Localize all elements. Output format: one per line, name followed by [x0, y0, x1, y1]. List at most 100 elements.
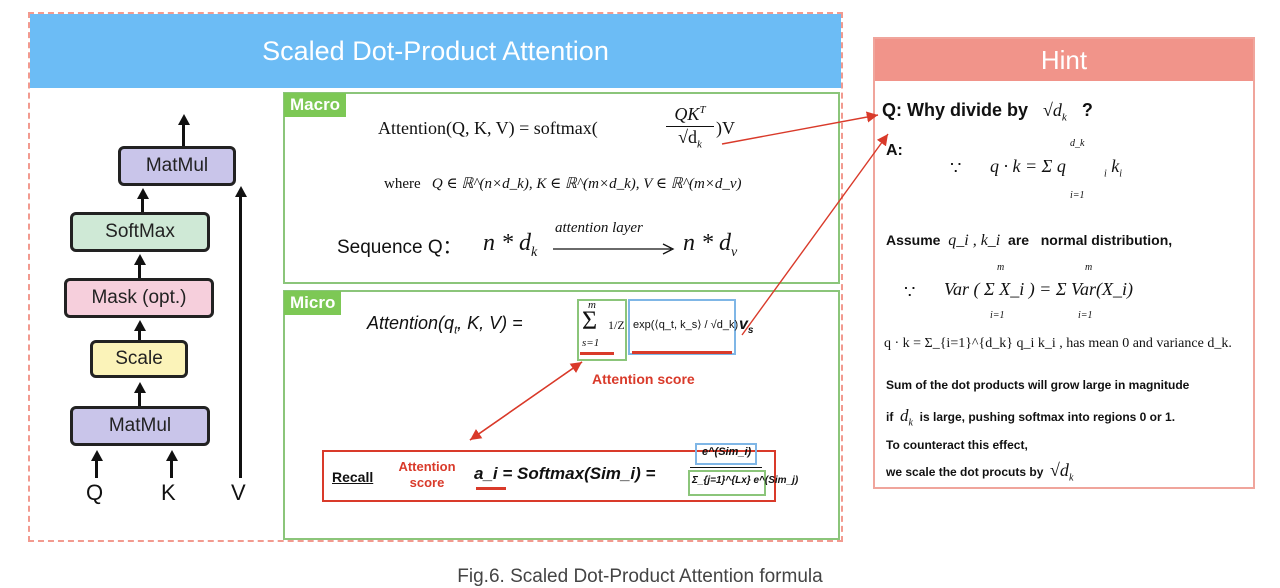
scale-block: Scale	[90, 340, 188, 378]
micro-frac: 1/Z	[608, 318, 625, 332]
hint-line-if-var-text: d	[900, 406, 909, 425]
hint-dot-tail: i ki	[1104, 156, 1123, 180]
micro-formula-lhs-text: Attention(q	[367, 313, 455, 333]
hint-line-if: if dk is large, pushing softmax into reg…	[886, 406, 1175, 428]
micro-sum-underline	[580, 352, 614, 355]
hint-question-text: Q: Why divide by	[882, 100, 1029, 120]
hint-mean-line: q · k = Σ_{i=1}^{d_k} q_i k_i , has mean…	[884, 336, 1232, 351]
arrow-micro-to-hint	[741, 133, 889, 336]
hint-var-sum-bottom-1: i=1	[990, 310, 1005, 321]
hint-var-sum-top-1: m	[997, 262, 1005, 273]
q-arrow-head	[91, 450, 103, 461]
arrow-recall-to-score	[469, 361, 583, 441]
micro-sum-bottom: s=1	[582, 337, 600, 349]
hint-line-if-var: dk	[900, 406, 913, 428]
macro-tag: Macro	[284, 93, 347, 117]
recall-formula-underline	[476, 487, 506, 490]
hint-line-scale-sqrt: √dk	[1050, 460, 1073, 484]
micro-tag: Micro	[284, 291, 342, 315]
micro-formula-lhs-sub: t	[454, 324, 458, 337]
hint-var-sum-top-2: m	[1085, 262, 1093, 273]
v-arrow-line	[239, 196, 242, 478]
micro-exp-box	[628, 299, 736, 355]
micro-exp-underline	[632, 351, 732, 354]
macro-where-math: Q ∈ ℝ^(n×d_k), K ∈ ℝ^(m×d_k), V ∈ ℝ^(m×d…	[431, 176, 742, 192]
k-arrow-head	[166, 450, 178, 461]
macro-sequence-right-sub: v	[731, 244, 738, 260]
hint-question: Q: Why divide by √dk ?	[882, 100, 1093, 124]
hint-question-sqrt: √dk	[1043, 100, 1067, 124]
softmax-block: SoftMax	[70, 212, 210, 252]
recall-formula: a_i = Softmax(Sim_i) =	[474, 464, 656, 483]
hint-assume-prefix: Assume	[886, 232, 941, 248]
hint-assume-suffix: normal distribution,	[1040, 232, 1173, 248]
macro-where-word: where	[384, 176, 421, 192]
hint-line-scale-text: we scale the dot procuts by	[886, 465, 1044, 479]
attention-block-diagram: MatMul SoftMax Mask (opt.) Scale MatMul …	[60, 100, 280, 520]
macro-numerator-sup: T	[699, 104, 706, 116]
hint-because-2: ∵	[904, 282, 916, 302]
macro-sequence-row: Sequence Q： n * dk attention layer n * d…	[337, 220, 807, 270]
recall-denominator: Σ_{j=1}^{Lx} e^(Sim_j)	[692, 475, 799, 486]
micro-v-text: v	[739, 316, 748, 333]
arrow-line-4	[138, 392, 141, 406]
macro-denominator: √d	[678, 127, 697, 147]
figure-caption: Fig.6. Scaled Dot-Product Attention form…	[457, 566, 823, 587]
hint-var-sum-bottom-2: i=1	[1078, 310, 1093, 321]
arrow-line-1	[141, 198, 144, 212]
main-title: Scaled Dot-Product Attention	[262, 36, 609, 66]
hint-answer-label: A:	[886, 142, 903, 159]
mask-block: Mask (opt.)	[64, 278, 214, 318]
hint-line-scale-sqrt-sub: k	[1068, 472, 1074, 484]
micro-formula-lhs: Attention(qt, K, V) =	[367, 313, 523, 337]
micro-v: vs	[739, 316, 753, 336]
arrow-head-4	[134, 382, 146, 393]
micro-attention-score-label: Attention score	[592, 371, 695, 387]
hint-dot-sum-bottom: i=1	[1070, 190, 1085, 201]
q-arrow-line	[95, 460, 98, 478]
macro-sequence-arrow-label: attention layer	[555, 220, 643, 236]
hint-title: Hint	[1040, 45, 1088, 75]
macro-sequence-left: n * dk	[483, 230, 537, 261]
hint-title-bar	[875, 39, 1253, 81]
micro-exp-text: exp(⟨q_t, k_s⟩ / √d_k)	[633, 319, 739, 331]
hint-dot-sum-top: d_k	[1070, 138, 1085, 149]
arrow-macro-to-hint	[721, 111, 879, 145]
hint-assume-row: Assume q_i , k_i are normal distribution…	[886, 232, 1172, 250]
hint-assume-vars: q_i , k_i	[948, 232, 1001, 249]
hint-because-1: ∵	[950, 158, 962, 178]
micro-panel	[283, 290, 840, 540]
micro-sum-top: m	[588, 299, 596, 311]
hint-panel	[873, 37, 1255, 489]
hint-question-mark: ?	[1081, 100, 1093, 120]
recall-score-label: Attention score	[398, 459, 456, 490]
matmul-bottom-block: MatMul	[70, 406, 210, 446]
macro-numerator: QK	[674, 104, 700, 124]
output-arrow-line	[182, 124, 185, 148]
k-arrow-line	[170, 460, 173, 478]
output-arrow-head	[178, 114, 190, 125]
hint-line-if-prefix: if	[886, 410, 894, 424]
hint-var-eq: Var ( Σ X_i ) = Σ Var(X_i)	[944, 279, 1134, 299]
macro-panel	[283, 92, 840, 284]
main-frame	[28, 12, 843, 542]
arrow-head-2	[134, 254, 146, 265]
recall-num-box	[695, 443, 757, 465]
matmul-top-block: MatMul	[118, 146, 236, 186]
macro-fraction: QKT √dk	[666, 104, 714, 151]
arrow-head-1	[137, 188, 149, 199]
hint-dot-eq: d_k q · k = Σ q i=1 i ki	[990, 138, 1130, 208]
micro-formula-lhs-rest: , K, V) =	[457, 313, 523, 333]
recall-label: Recall	[332, 469, 374, 485]
macro-sequence-arrow	[553, 243, 675, 255]
arrow-head-3	[134, 320, 146, 331]
input-q-label: Q	[86, 480, 104, 505]
macro-sequence-label: Sequence Q：	[337, 237, 462, 258]
arrow-line-2	[138, 264, 141, 278]
macro-formula-rhs: )V	[716, 118, 735, 138]
hint-line-if-suffix: is large, pushing softmax into regions 0…	[919, 410, 1176, 424]
recall-numerator: e^(Sim_i)	[702, 446, 752, 458]
main-title-bar	[30, 14, 841, 88]
macro-where-row: where Q ∈ ℝ^(n×d_k), K ∈ ℝ^(m×d_k), V ∈ …	[384, 174, 742, 193]
